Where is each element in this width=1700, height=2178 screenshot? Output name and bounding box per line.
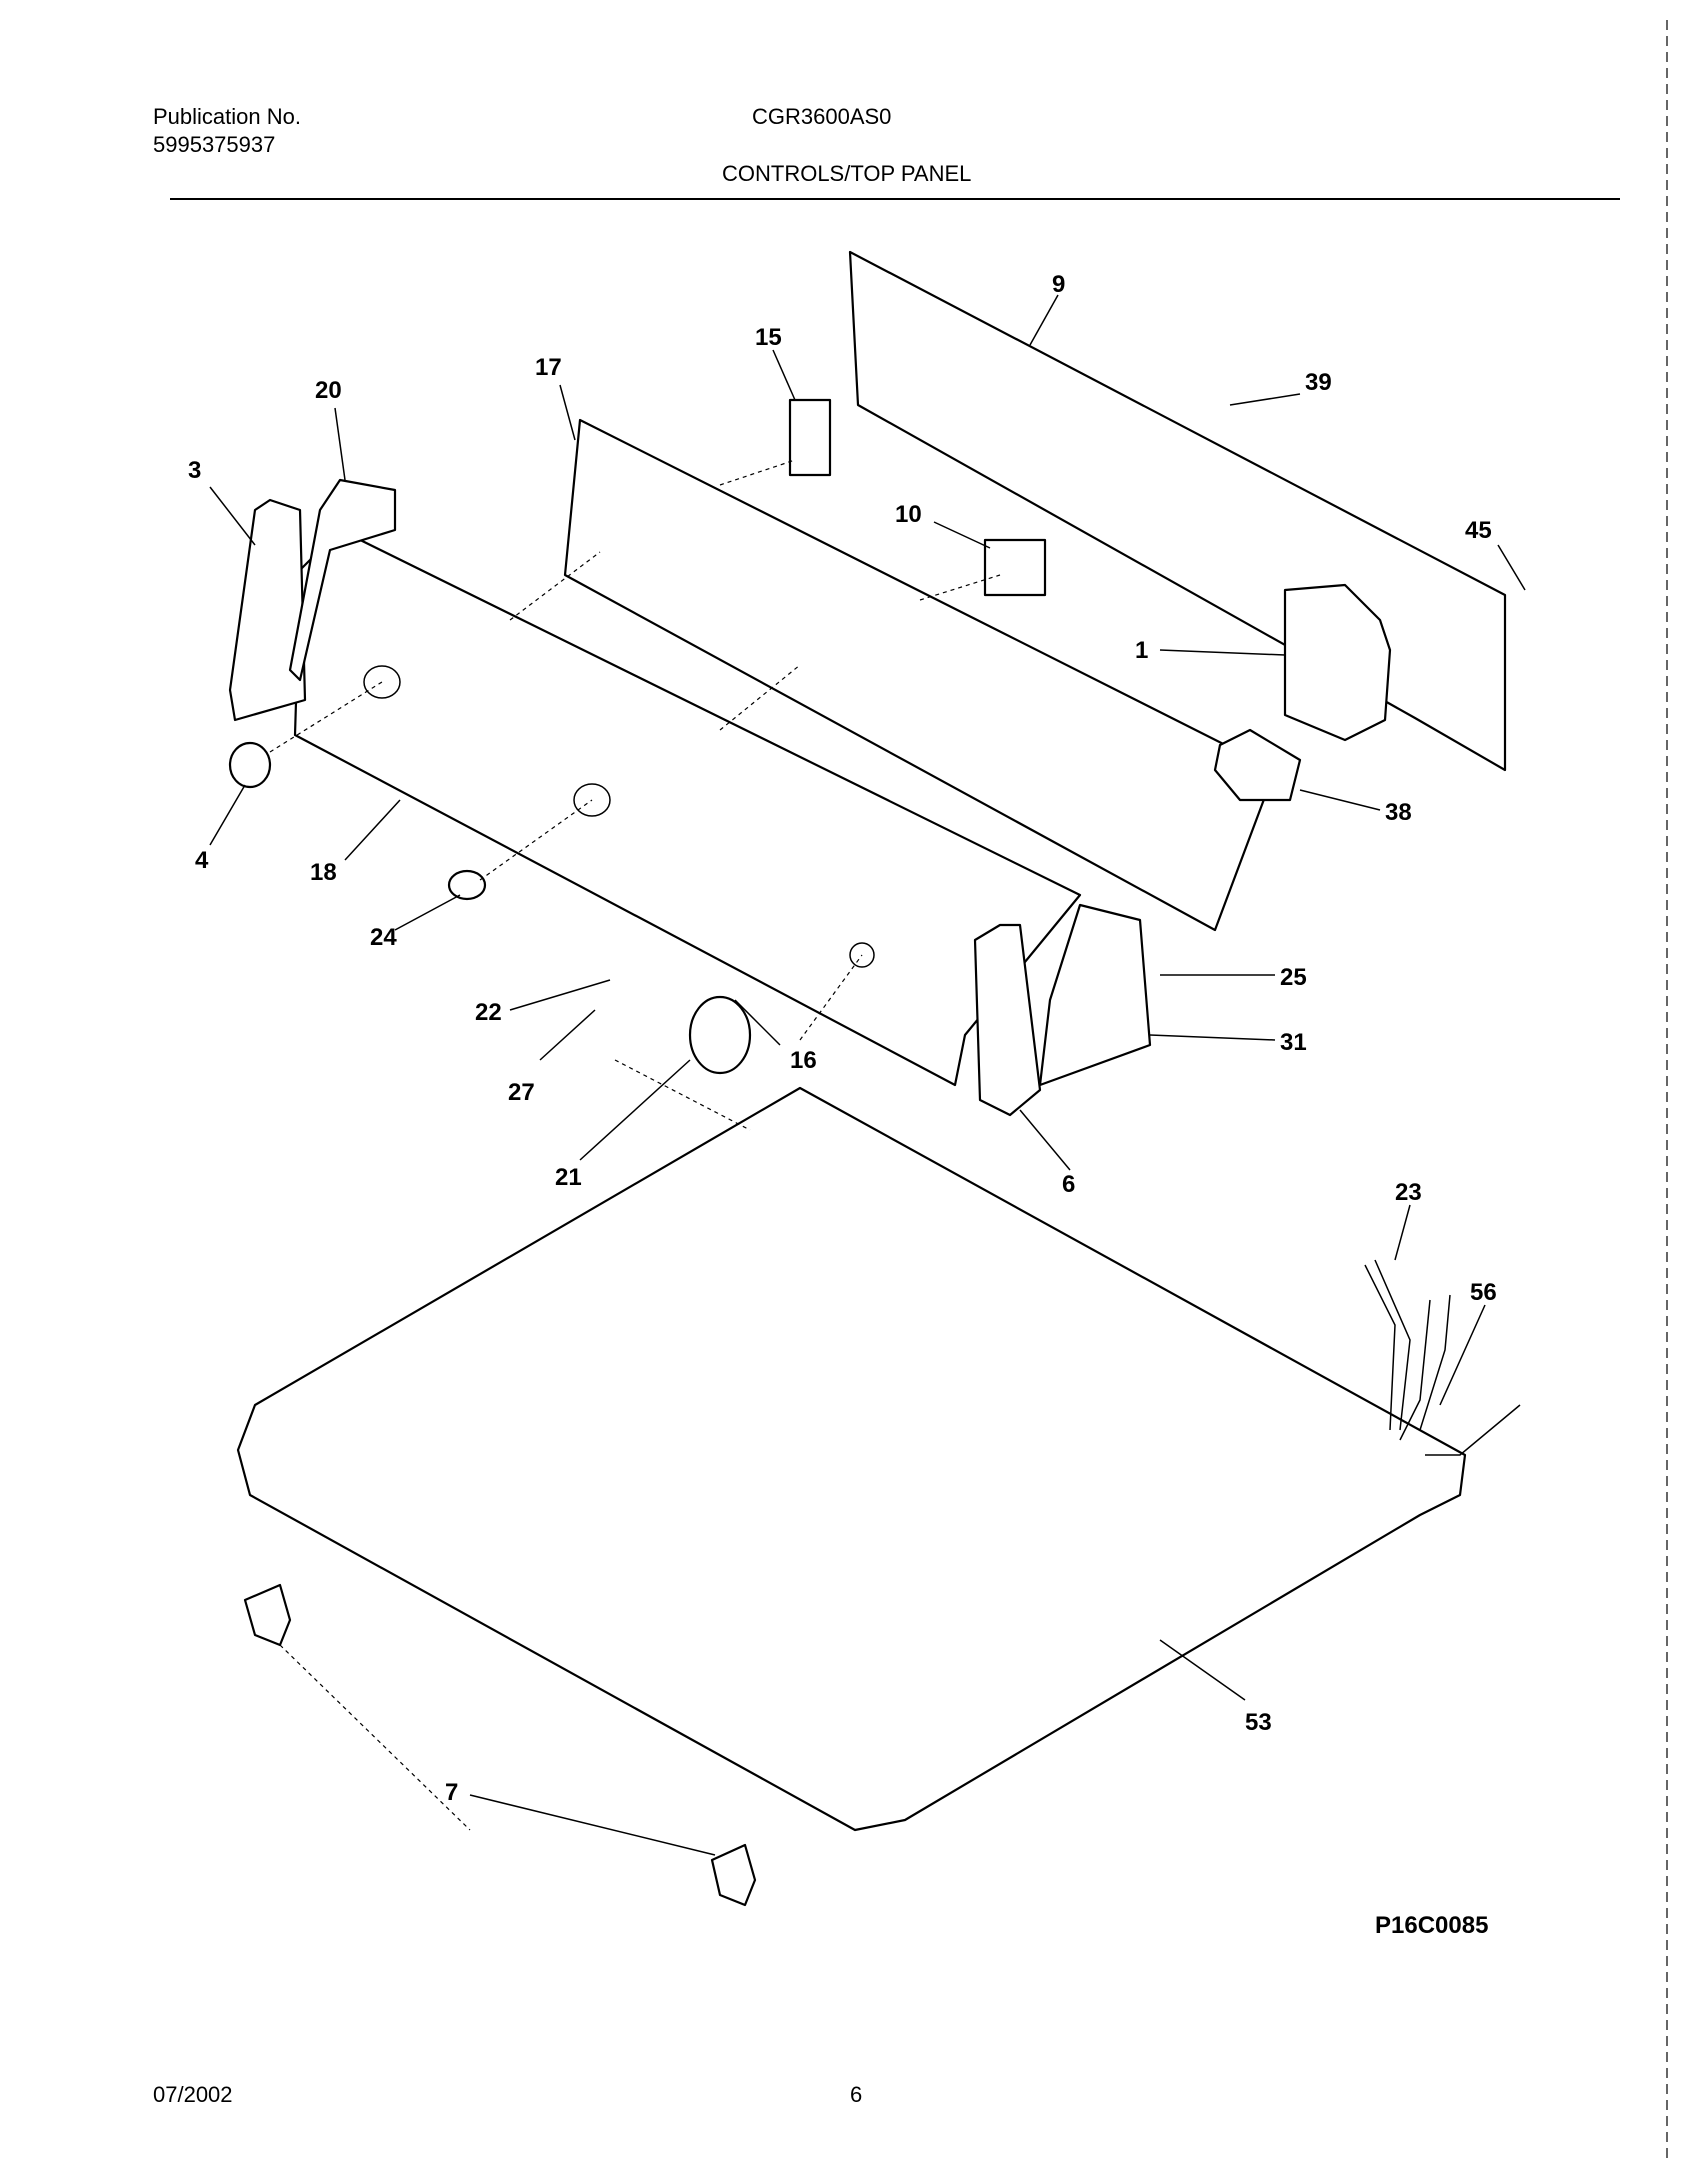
figure-code: P16C0085 [1375,1912,1489,1939]
console-hole [573,783,611,817]
callout-1: 1 [1135,637,1148,664]
part-10 [983,538,1047,597]
top-panel [236,1086,1467,1832]
control-panel-bracket [563,418,1277,932]
publication-label: Publication No. [153,104,301,129]
callout-18: 18 [310,859,337,886]
clip-left [243,1583,292,1647]
callout-4: 4 [195,847,209,874]
callout-53: 53 [1245,1709,1272,1736]
knob-24 [447,869,487,901]
knob-4 [228,741,272,789]
callout-9: 9 [1052,271,1065,298]
callout-31: 31 [1280,1029,1307,1056]
callout-15: 15 [755,324,782,351]
callout-27: 27 [508,1079,535,1106]
wire-harness [1364,1259,1451,1441]
callout-17: 17 [535,354,562,381]
scan-edge-line [1666,20,1668,2160]
console-hole [363,665,401,699]
callout-16: 16 [790,1047,817,1074]
console-hole [849,942,875,968]
knob-21 [688,995,752,1075]
ground-wire [1425,1404,1521,1456]
timer [1283,583,1392,742]
switch [1213,728,1302,802]
publication-number: 5995375937 [153,132,276,157]
clip-right [710,1843,757,1907]
callout-3: 3 [188,457,201,484]
callout-45: 45 [1465,517,1492,544]
back-panel [848,250,1507,772]
callout-21: 21 [555,1164,582,1191]
left-end-bracket [288,478,397,682]
footer-date: 07/2002 [153,2082,233,2107]
model-number: CGR3600AS0 [752,104,892,129]
callout-24: 24 [370,924,397,951]
right-end-bracket [1038,903,1152,1087]
header-rule [170,198,1620,200]
page-number: 6 [850,2082,863,2107]
callout-22: 22 [475,999,502,1026]
part-15 [788,398,832,477]
callout-6: 6 [1062,1171,1075,1198]
section-title: CONTROLS/TOP PANEL [722,161,972,186]
callout-10: 10 [895,501,922,528]
callout-39: 39 [1305,369,1332,396]
callout-23: 23 [1395,1179,1422,1206]
callout-7: 7 [445,1779,458,1806]
callout-20: 20 [315,377,342,404]
right-end-cap [973,923,1042,1117]
left-end-cap [228,498,307,722]
callout-56: 56 [1470,1279,1497,1306]
callout-25: 25 [1280,964,1307,991]
callout-38: 38 [1385,799,1412,826]
